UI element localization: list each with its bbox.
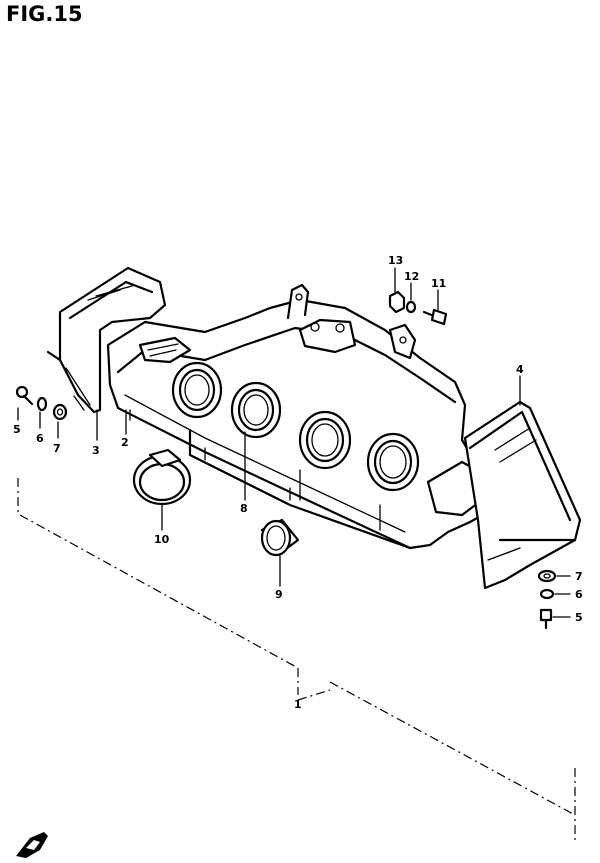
- callout-4: 4: [516, 363, 524, 376]
- callout-9: 9: [275, 588, 283, 601]
- front-direction-arrow-icon: [16, 832, 48, 858]
- callout-8: 8: [240, 502, 248, 515]
- rubber-sleeve: [260, 518, 300, 557]
- top-washer: [405, 300, 417, 314]
- assembly-reference-lines: [17, 478, 576, 840]
- throat-ring-4: [366, 432, 420, 492]
- figure-title: FIG.15: [6, 2, 83, 26]
- callout-12: 12: [404, 270, 419, 283]
- callout-3: 3: [92, 444, 100, 457]
- throat-ring-3: [298, 410, 352, 470]
- top-nut: [388, 290, 406, 314]
- top-screw: [422, 308, 448, 326]
- right-washer: [539, 588, 555, 600]
- callout-5-left: 5: [13, 423, 21, 436]
- callout-5-right: 5: [575, 611, 583, 624]
- callout-7-left: 7: [53, 442, 61, 455]
- callout-1: 1: [294, 698, 302, 711]
- callout-10: 10: [154, 533, 170, 546]
- callout-6-left: 6: [36, 432, 44, 445]
- right-bolt: [539, 608, 553, 630]
- callout-2: 2: [121, 436, 129, 449]
- left-bolt: [15, 385, 34, 406]
- callout-11: 11: [431, 277, 446, 290]
- right-grommet: [537, 569, 557, 583]
- callout-7-right: 7: [575, 570, 583, 583]
- left-grommet: [52, 403, 68, 421]
- callout-13: 13: [388, 254, 403, 267]
- air-box-housing: [106, 283, 497, 550]
- right-intake-cover: [463, 400, 582, 590]
- leader-lines: [17, 267, 571, 618]
- callout-labels: 1 2 3 4 5 6 7 7 6 5 8 9 10 11 12 13: [13, 254, 583, 711]
- throat-ring-2: [230, 381, 282, 439]
- left-washer: [36, 396, 48, 412]
- hose-clamp: [132, 448, 192, 506]
- left-intake-cover: [46, 266, 167, 414]
- callout-6-right: 6: [575, 588, 583, 601]
- throat-ring-1: [171, 361, 223, 419]
